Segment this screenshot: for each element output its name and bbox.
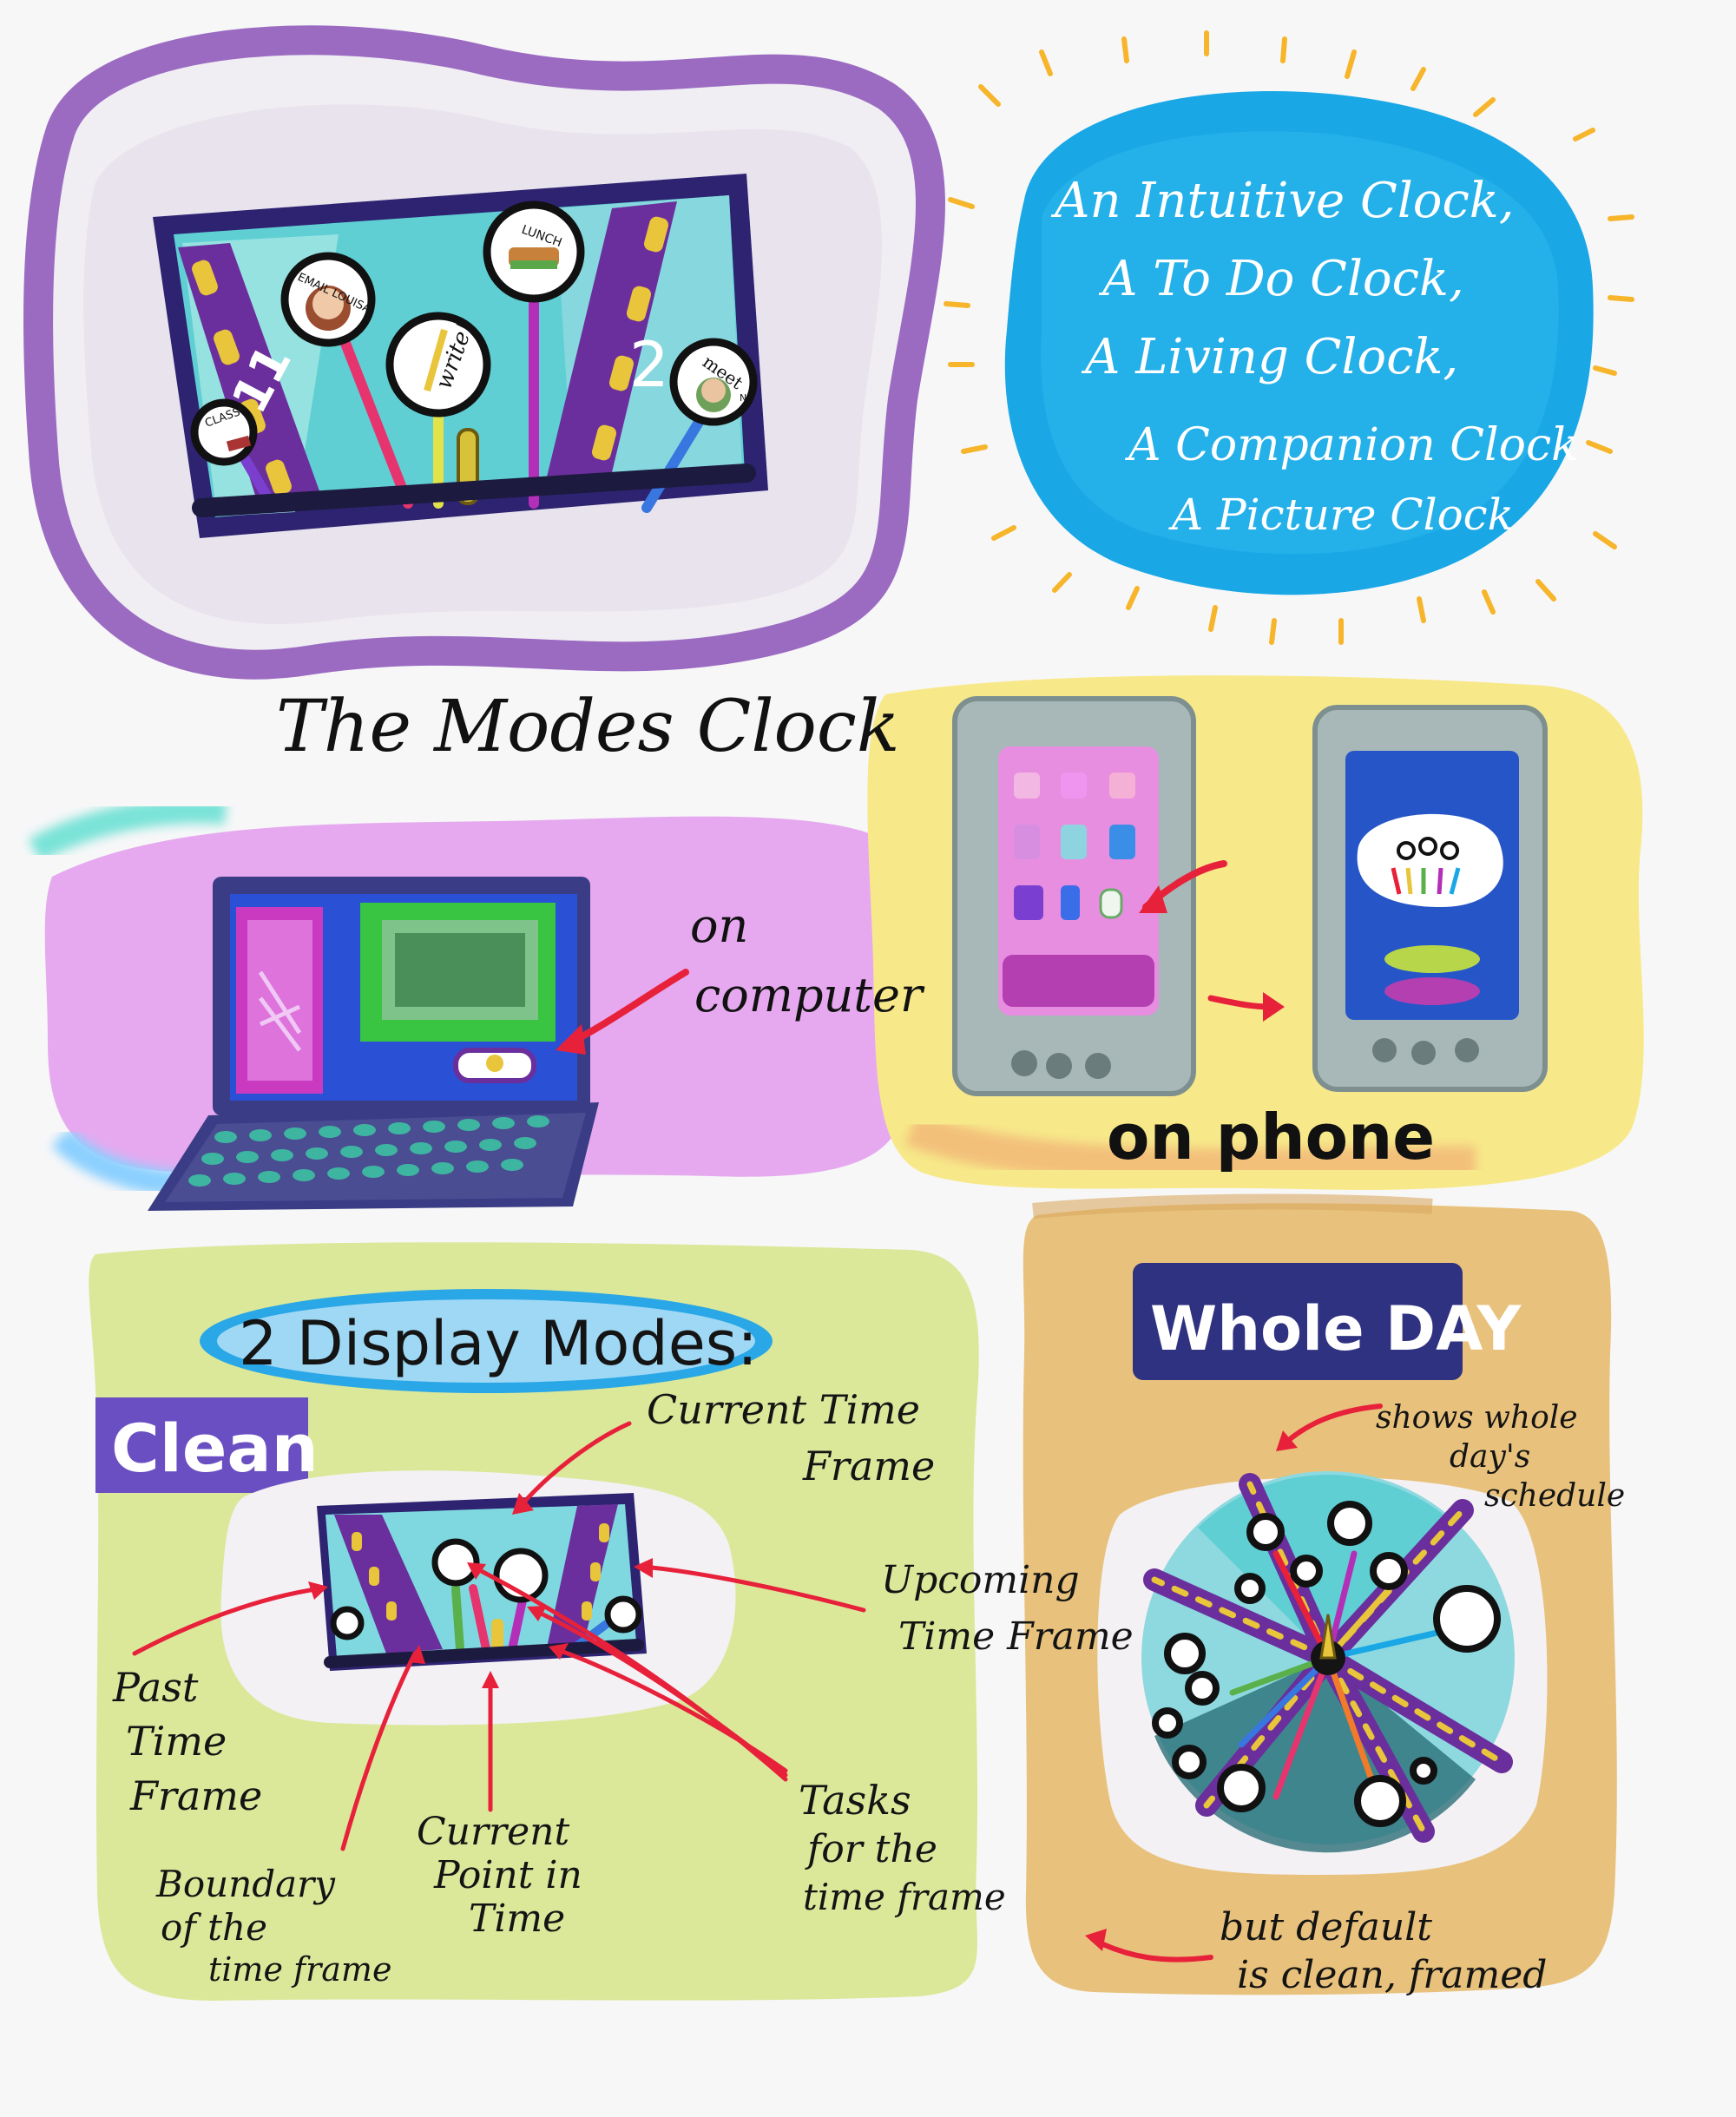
whole-day-footer-2: is clean, framed [1237, 1953, 1547, 1997]
phone-label: on phone [1107, 1101, 1435, 1174]
annotation-boundary-2: of the [161, 1906, 267, 1949]
annotation-current-point-1: Current [417, 1810, 569, 1854]
modes-clock-device [23, 25, 945, 680]
whole-day-footer-1: but default [1220, 1905, 1432, 1949]
clean-badge-label: Clean [111, 1410, 319, 1487]
annotation-current-point-2: Point in [433, 1853, 582, 1897]
whole-day-badge-label: Whole DAY [1150, 1293, 1522, 1364]
annotation-current-point-3: Time [469, 1897, 565, 1941]
tagline-line-4: A Companion Clock [1125, 419, 1579, 471]
annotation-boundary-3: time frame [208, 1950, 391, 1989]
annotation-past-1: Past [112, 1664, 199, 1711]
whole-day-note-2: day's [1450, 1439, 1530, 1475]
display-modes-panel [89, 1242, 979, 2001]
whole-day-note-1: shows whole [1376, 1400, 1578, 1436]
annotation-past-3: Frame [129, 1772, 262, 1819]
bubble-label-meet-sub: N [740, 392, 746, 404]
annotation-past-2: Time [126, 1718, 227, 1765]
annotation-boundary-1: Boundary [155, 1863, 336, 1905]
display-modes-title: 2 Display Modes: [239, 1308, 758, 1379]
annotation-tasks-3: time frame [803, 1876, 1006, 1918]
annotation-upcoming-1: Upcoming [881, 1558, 1080, 1602]
annotation-tasks-2: for the [805, 1827, 937, 1871]
modes-clock-title: The Modes Clock [276, 686, 900, 768]
computer-label-line-2: computer [694, 968, 925, 1022]
annotation-upcoming-2: Time Frame [898, 1614, 1134, 1659]
annotation-current-time-frame-2: Frame [802, 1443, 935, 1489]
whole-day-panel [1023, 1193, 1617, 1995]
hour-label-2: 2 [629, 328, 669, 401]
tagline-line-5: A Picture Clock [1168, 490, 1514, 540]
tagline-line-2: A To Do Clock, [1098, 251, 1464, 307]
phone-panel [867, 675, 1644, 1190]
tagline-line-3: A Living Clock, [1081, 329, 1458, 385]
computer-label-line-1: on [690, 898, 748, 953]
computer-panel [28, 797, 917, 1211]
tagline-line-1: An Intuitive Clock, [1050, 173, 1515, 229]
annotation-current-time-frame-1: Current Time [647, 1386, 920, 1433]
annotation-tasks-1: Tasks [799, 1777, 911, 1824]
tagline-sun [944, 30, 1634, 645]
whole-day-note-3: schedule [1484, 1478, 1625, 1514]
